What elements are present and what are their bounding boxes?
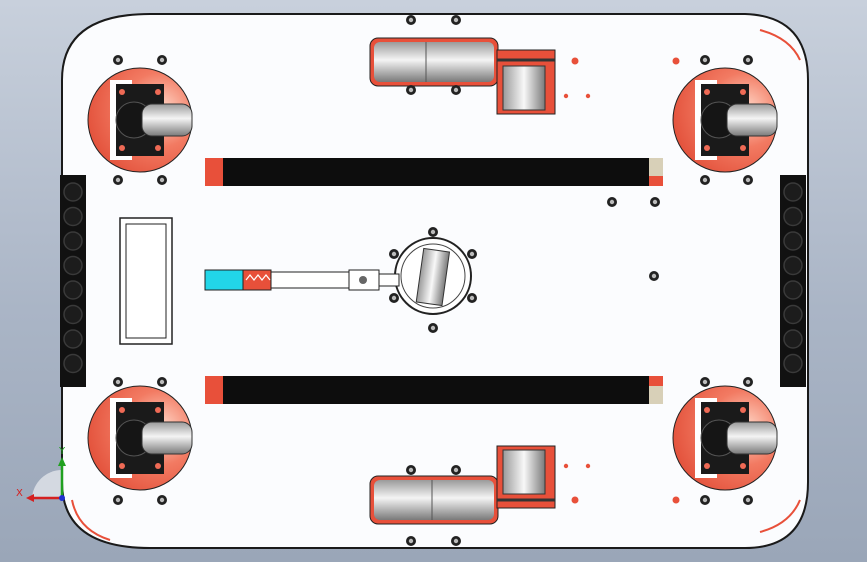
battery-box[interactable]	[119, 217, 173, 345]
rail-hole	[63, 206, 83, 227]
coordinate-triad: X Y	[16, 446, 66, 502]
rail-hole	[783, 329, 803, 349]
screw-icon	[406, 85, 416, 95]
rail-hole	[63, 280, 83, 300]
track-belt-bottom[interactable]	[205, 376, 663, 404]
screw-icon	[451, 15, 461, 25]
marker-dot	[672, 57, 680, 65]
plate-edge-accent	[759, 499, 801, 533]
caster-bolt-icon	[119, 89, 125, 95]
screw-icon	[428, 227, 438, 237]
caster-bolt-icon	[119, 145, 125, 151]
marker-dot	[585, 463, 591, 469]
x-axis-label: X	[16, 488, 23, 499]
screw-icon	[743, 55, 753, 65]
caster-bolt-icon	[704, 463, 710, 469]
caster-bolt-icon	[740, 463, 746, 469]
screw-icon	[451, 465, 461, 475]
screw-icon	[743, 495, 753, 505]
caster-bolt-icon	[704, 89, 710, 95]
rail-hole	[783, 182, 803, 202]
marker-dot	[571, 57, 579, 65]
rail-hole	[783, 304, 803, 325]
rail-hole	[63, 329, 83, 349]
screw-icon	[389, 249, 399, 259]
screw-icon	[743, 377, 753, 387]
plate-edge-accent	[759, 29, 801, 61]
screw-icon	[650, 197, 660, 207]
caster-bolt-icon	[740, 89, 746, 95]
screw-icon	[406, 465, 416, 475]
caster-bolt-icon	[704, 407, 710, 413]
marker-dot	[585, 93, 591, 99]
drive-wheel-bottom[interactable]	[369, 445, 556, 525]
screw-icon	[157, 55, 167, 65]
screw-icon	[389, 293, 399, 303]
linkage-arm[interactable]	[204, 269, 400, 291]
caster-bolt-icon	[704, 145, 710, 151]
caster-bolt-icon	[119, 407, 125, 413]
caster-top-right[interactable]	[672, 55, 778, 185]
screw-icon	[743, 175, 753, 185]
side-rail-left[interactable]	[60, 175, 86, 387]
caster-bolt-icon	[155, 407, 161, 413]
marker-dot	[571, 496, 579, 504]
marker-dot	[563, 463, 569, 469]
screw-icon	[113, 495, 123, 505]
marker-dot	[672, 496, 680, 504]
drive-wheel-top[interactable]	[369, 37, 556, 115]
screw-icon	[700, 175, 710, 185]
caster-top-left[interactable]	[87, 55, 193, 185]
screw-icon	[113, 55, 123, 65]
rail-hole	[63, 304, 83, 325]
track-belt-top[interactable]	[205, 158, 663, 186]
rail-hole	[783, 353, 803, 374]
rail-hole	[63, 231, 83, 251]
z-axis-dot-icon	[59, 495, 65, 501]
plate-edge-accent	[71, 499, 111, 541]
caster-bottom-left[interactable]	[87, 377, 193, 505]
rail-hole	[63, 255, 83, 276]
marker-dot	[563, 93, 569, 99]
caster-bolt-icon	[155, 145, 161, 151]
caster-bolt-icon	[740, 407, 746, 413]
rail-hole	[63, 353, 83, 374]
screw-icon	[157, 377, 167, 387]
caster-bolt-icon	[155, 89, 161, 95]
screw-icon	[700, 495, 710, 505]
screw-icon	[700, 55, 710, 65]
y-axis-label: Y	[58, 446, 66, 457]
screw-icon	[113, 175, 123, 185]
screw-icon	[467, 293, 477, 303]
rail-hole	[63, 182, 83, 202]
screw-icon	[607, 197, 617, 207]
screw-icon	[406, 15, 416, 25]
screw-icon	[451, 85, 461, 95]
rail-hole	[783, 206, 803, 227]
caster-bolt-icon	[119, 463, 125, 469]
screw-icon	[649, 271, 659, 281]
caster-bolt-icon	[740, 145, 746, 151]
screw-icon	[113, 377, 123, 387]
screw-icon	[451, 536, 461, 546]
rail-hole	[783, 280, 803, 300]
center-bearing-ring[interactable]	[394, 237, 472, 315]
screw-icon	[700, 377, 710, 387]
screw-icon	[157, 175, 167, 185]
screw-icon	[467, 249, 477, 259]
screw-icon	[406, 536, 416, 546]
rail-hole	[783, 231, 803, 251]
screw-icon	[428, 323, 438, 333]
screw-icon	[157, 495, 167, 505]
caster-bolt-icon	[155, 463, 161, 469]
caster-bottom-right[interactable]	[672, 377, 778, 505]
rail-hole	[783, 255, 803, 276]
side-rail-right[interactable]	[780, 175, 806, 387]
